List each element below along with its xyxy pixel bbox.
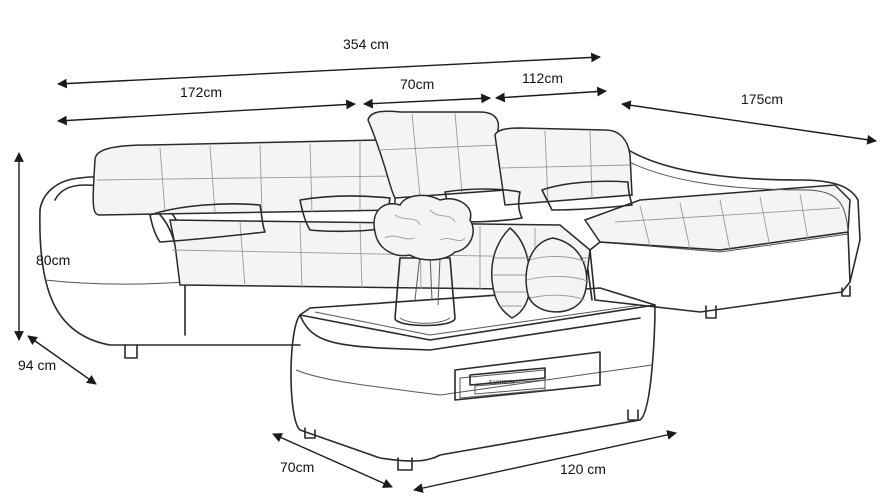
arrow-depth xyxy=(27,335,97,385)
chaise-leg xyxy=(705,305,717,319)
book-spine-title: FASHION xyxy=(489,380,515,386)
arrow-left-section xyxy=(57,99,356,126)
arrow-middle-section xyxy=(363,93,491,109)
glass-top xyxy=(299,287,656,341)
arrow-table-depth xyxy=(272,433,393,488)
throw-pillow-1 xyxy=(149,203,266,243)
dimension-lines xyxy=(14,52,877,493)
label-middle-section: 70cm xyxy=(400,76,434,92)
label-right-section: 112cm xyxy=(522,70,563,86)
chaise-leg-2 xyxy=(841,285,851,297)
dimension-labels: 354 cm 172cm 70cm 112cm 175cm 80cm 94 cm… xyxy=(18,36,783,477)
decor-vases xyxy=(491,226,590,319)
throw-pillow-4 xyxy=(541,180,633,211)
label-table-width: 120 cm xyxy=(560,461,606,477)
sofa-leg xyxy=(124,344,138,359)
arrow-table-width xyxy=(413,430,677,493)
shelf-books: FASHION xyxy=(469,367,546,395)
main-seat xyxy=(169,219,591,291)
label-table-depth: 70cm xyxy=(280,459,314,475)
label-left-section: 172cm xyxy=(180,84,222,100)
throw-pillow-3 xyxy=(444,188,523,223)
chaise-armrest xyxy=(624,147,861,283)
arrow-total-width xyxy=(57,52,601,89)
arrow-right-section xyxy=(495,86,607,103)
arrow-chaise-length xyxy=(621,100,877,145)
flower-vase xyxy=(373,194,474,327)
back-cushion-middle xyxy=(367,110,506,199)
table-leg-2 xyxy=(627,409,639,421)
label-height: 80cm xyxy=(36,252,70,268)
label-depth: 94 cm xyxy=(18,357,56,373)
table-leg xyxy=(397,457,413,471)
chaise-seat xyxy=(583,184,851,251)
table-shelf xyxy=(454,351,601,401)
coffee-table: FASHION xyxy=(290,194,656,471)
label-chaise-length: 175cm xyxy=(741,91,783,107)
label-total-width: 354 cm xyxy=(343,36,389,52)
